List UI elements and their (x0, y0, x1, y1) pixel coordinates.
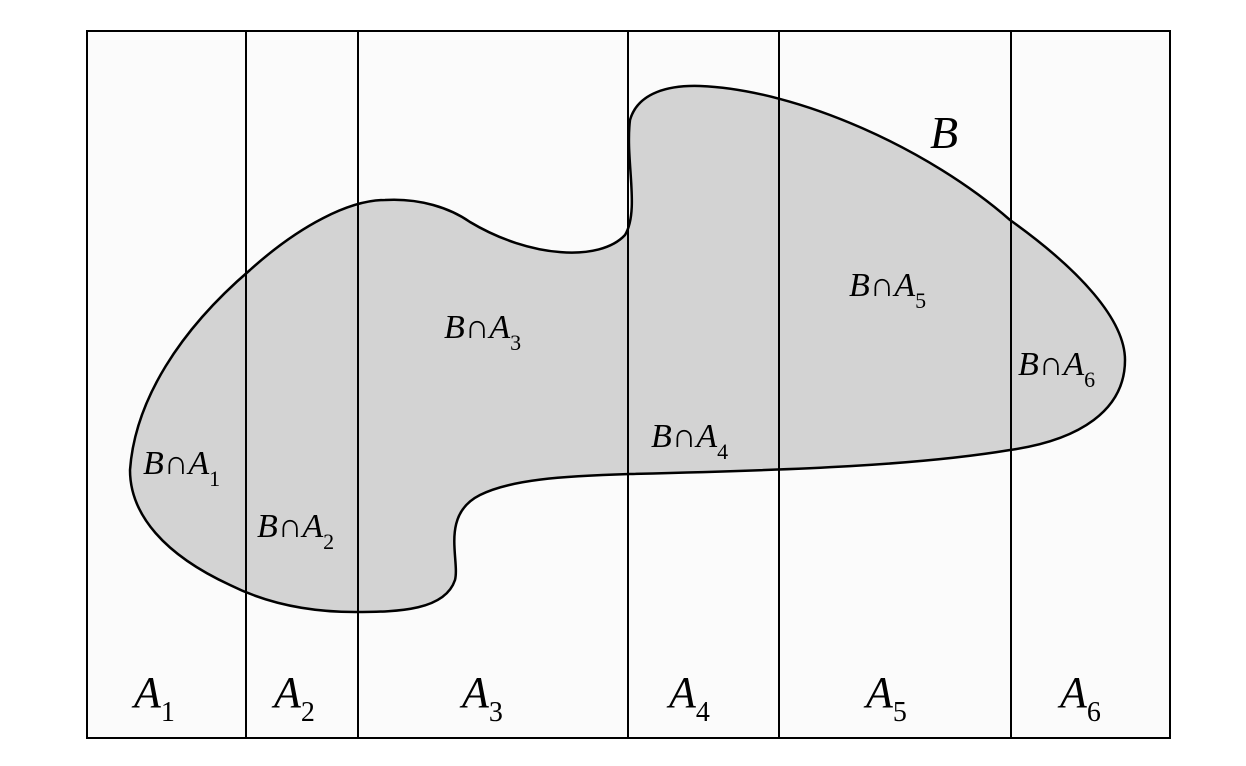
intersection-label-3: B∩A3 (444, 309, 521, 355)
partition-label-3: A3 (459, 668, 503, 728)
partition-label-6: A6 (1057, 668, 1101, 728)
partition-label-2: A2 (271, 668, 315, 728)
partition-label-5: A5 (863, 668, 907, 728)
intersection-label-4: B∩A4 (651, 418, 728, 464)
intersection-label-1: B∩A1 (143, 445, 220, 491)
partition-label-1: A1 (131, 668, 175, 728)
intersection-label-6: B∩A6 (1018, 346, 1095, 392)
set-b-label: B (930, 107, 958, 158)
partition-label-4: A4 (666, 668, 710, 728)
intersection-label-2: B∩A2 (257, 508, 334, 554)
intersection-label-5: B∩A5 (849, 267, 926, 313)
